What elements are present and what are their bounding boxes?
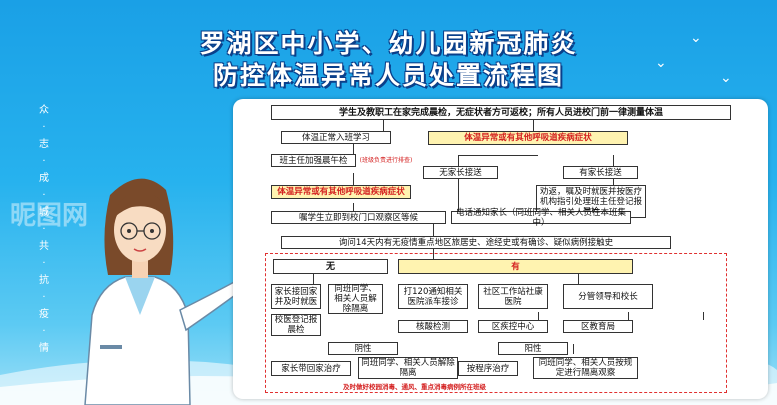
flow-yes-box: 有 bbox=[398, 259, 633, 274]
doctor-illustration bbox=[84, 178, 251, 405]
slogan-dot: · bbox=[42, 326, 46, 337]
bird-icon: ⌄ bbox=[655, 55, 667, 71]
flow-parent-home-box: 家长接回家并及时就医 bbox=[271, 284, 321, 309]
slogan-char: 城 bbox=[39, 207, 49, 218]
slogan-dot: · bbox=[42, 122, 46, 133]
slogan-dot: · bbox=[42, 224, 46, 235]
bird-icon: ⌄ bbox=[690, 30, 702, 46]
slogan-char: 共 bbox=[39, 241, 49, 252]
flow-negative-box: 阴性 bbox=[328, 342, 398, 355]
flow-community-box: 社区工作站社康医院 bbox=[478, 284, 548, 309]
flow-normal-box: 体温正常入班学习 bbox=[281, 131, 391, 144]
flow-inquire-box: 询问14天内有无疫情重点地区旅居史、途经史或有确诊、疑似病例接触史 bbox=[281, 236, 671, 249]
slogan-char: 抗 bbox=[39, 275, 49, 286]
left-slogan: 众 · 志 · 成 · 城 · 共 · 抗 · 疫 · 情 bbox=[37, 102, 51, 357]
flow-nucleic-box: 核酸检测 bbox=[398, 320, 468, 333]
flow-no-parent-box: 无家长接送 bbox=[423, 166, 498, 179]
flow-school-reg-box: 校医登记报晨检 bbox=[271, 314, 321, 336]
watermark-left: 昵图网 bbox=[10, 201, 89, 231]
flow-call120-box: 打120通知相关医院派车接诊 bbox=[398, 284, 468, 309]
flowchart-board: 学生及教职工在家完成晨检，无症状者方可返校；所有人员进校门前一律测量体温 体温正… bbox=[233, 99, 768, 399]
flow-abnormal2-box: 体温异常或有其他呼吸道疾病症状 bbox=[271, 185, 411, 199]
flow-edu-box: 区教育局 bbox=[563, 320, 633, 333]
slogan-dot: · bbox=[42, 156, 46, 167]
flow-none-box: 无 bbox=[273, 259, 388, 274]
slogan-char: 众 bbox=[39, 105, 49, 116]
flow-classmates-box: 同班同学、相关人员解除隔离 bbox=[328, 284, 383, 314]
bird-icon: ⌄ bbox=[720, 70, 732, 86]
page-title-line2: 防控体温异常人员处置流程图 bbox=[212, 61, 564, 90]
slogan-char: 情 bbox=[39, 343, 49, 354]
slogan-char: 疫 bbox=[39, 309, 49, 320]
flow-top-box: 学生及教职工在家完成晨检，无症状者方可返校；所有人员进校门前一律测量体温 bbox=[271, 105, 731, 120]
flow-teacher-check-box: 班主任加强晨午检 bbox=[271, 154, 356, 167]
flow-abnormal-box: 体温异常或有其他呼吸道疾病症状 bbox=[428, 131, 628, 145]
flow-positive-box: 阳性 bbox=[498, 342, 568, 355]
flow-notify-box: 电话通知家长（同班同学、相关人员在本班集中） bbox=[451, 208, 631, 228]
slogan-char: 成 bbox=[39, 173, 49, 184]
flow-cdc-box: 区疾控中心 bbox=[478, 320, 548, 333]
flow-isolate-box: 嘱学生立即到校门口观察区等候 bbox=[271, 211, 446, 224]
flow-neg-home-box: 家长带回家治疗 bbox=[271, 361, 351, 376]
flow-leader-box: 分管领导和校长 bbox=[563, 284, 653, 309]
flow-pos-isolate-box: 同班同学、相关人员按规定进行隔离观察 bbox=[533, 357, 638, 379]
flow-pos-treat-box: 按程序治疗 bbox=[458, 361, 518, 376]
slogan-char: 志 bbox=[39, 139, 49, 150]
slogan-dot: · bbox=[42, 292, 46, 303]
flow-with-parent-box: 有家长接送 bbox=[563, 166, 638, 179]
decision-region bbox=[265, 253, 727, 393]
slogan-dot: · bbox=[42, 258, 46, 269]
slogan-dot: · bbox=[42, 190, 46, 201]
flow-neg-release-box: 同班同学、相关人员解除隔离 bbox=[358, 357, 458, 379]
bird-icon: ⌄ bbox=[210, 60, 222, 76]
page-title-line1: 罗湖区中小学、幼儿园新冠肺炎 bbox=[199, 29, 578, 58]
flow-teacher-note: (班级负责进行排查) bbox=[359, 156, 413, 164]
flow-footer-note: 及时做好校园消毒、通风、重点消毒病例所在班级 bbox=[343, 383, 486, 391]
